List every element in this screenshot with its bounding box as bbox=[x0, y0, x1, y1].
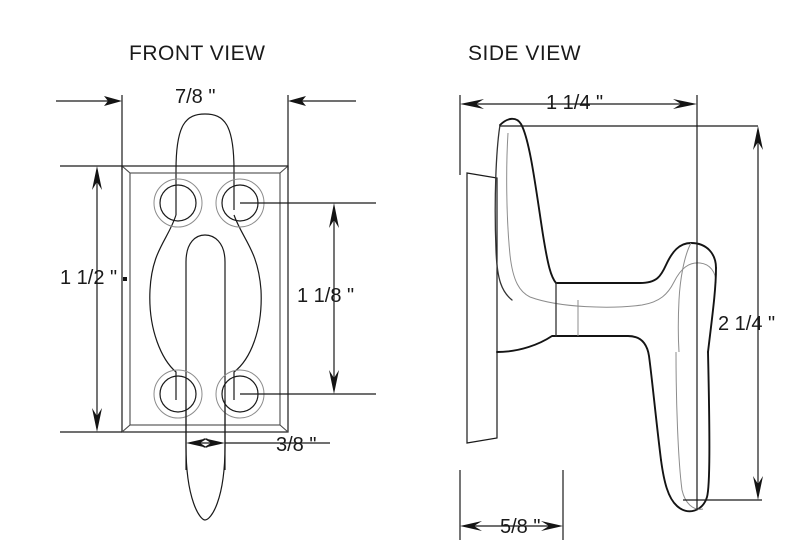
dimension-label-hole-spacing-vertical: 1 1/8 " bbox=[297, 285, 355, 307]
front-screw-holes bbox=[153, 178, 265, 419]
dimension-label-projection: 1 1/4 " bbox=[546, 92, 604, 114]
side-view-title: SIDE VIEW bbox=[468, 42, 582, 65]
side-extension-lines bbox=[459, 95, 762, 540]
side-dim-arrow-2-1-4 bbox=[753, 126, 763, 500]
front-extension-lines bbox=[60, 95, 376, 470]
dimension-label-shaft-width: 3/8 " bbox=[276, 434, 317, 456]
front-mounting-plate bbox=[121, 165, 289, 433]
dimension-label-base-depth: 5/8 " bbox=[500, 516, 541, 538]
front-dim-arrow-1-1-8 bbox=[329, 203, 339, 394]
front-dim-arrow-1-1-2 bbox=[92, 166, 127, 432]
side-view-group bbox=[459, 95, 763, 540]
side-dim-arrow-5-8 bbox=[460, 521, 563, 531]
front-view-title: FRONT VIEW bbox=[129, 42, 266, 65]
side-handle-body bbox=[494, 117, 717, 513]
dimension-label-knob-width: 7/8 " bbox=[175, 86, 216, 108]
side-mounting-plate bbox=[466, 172, 498, 444]
front-view-group bbox=[56, 95, 376, 521]
front-handle-silhouette bbox=[149, 113, 262, 521]
front-dim-arrow-7-8 bbox=[56, 96, 356, 106]
dimension-label-overall-height: 2 1/4 " bbox=[718, 313, 776, 335]
side-dim-arrow-1-1-4 bbox=[460, 99, 697, 109]
dimension-label-plate-height: 1 1/2 " bbox=[60, 267, 118, 289]
front-dim-arrow-3-8 bbox=[186, 438, 225, 448]
